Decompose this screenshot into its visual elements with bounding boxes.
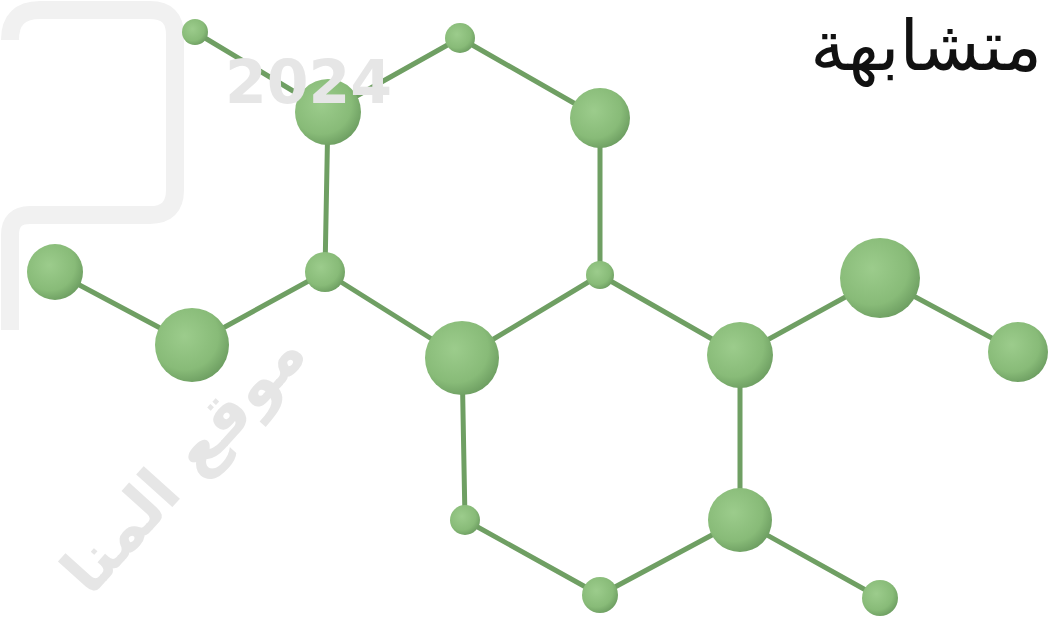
molecule-atoms xyxy=(27,19,1048,616)
watermark-year: 2024 xyxy=(225,52,392,112)
watermark-frame xyxy=(10,10,175,330)
page-title: متشابهة xyxy=(810,4,1042,88)
molecule-bonds xyxy=(55,32,1018,598)
